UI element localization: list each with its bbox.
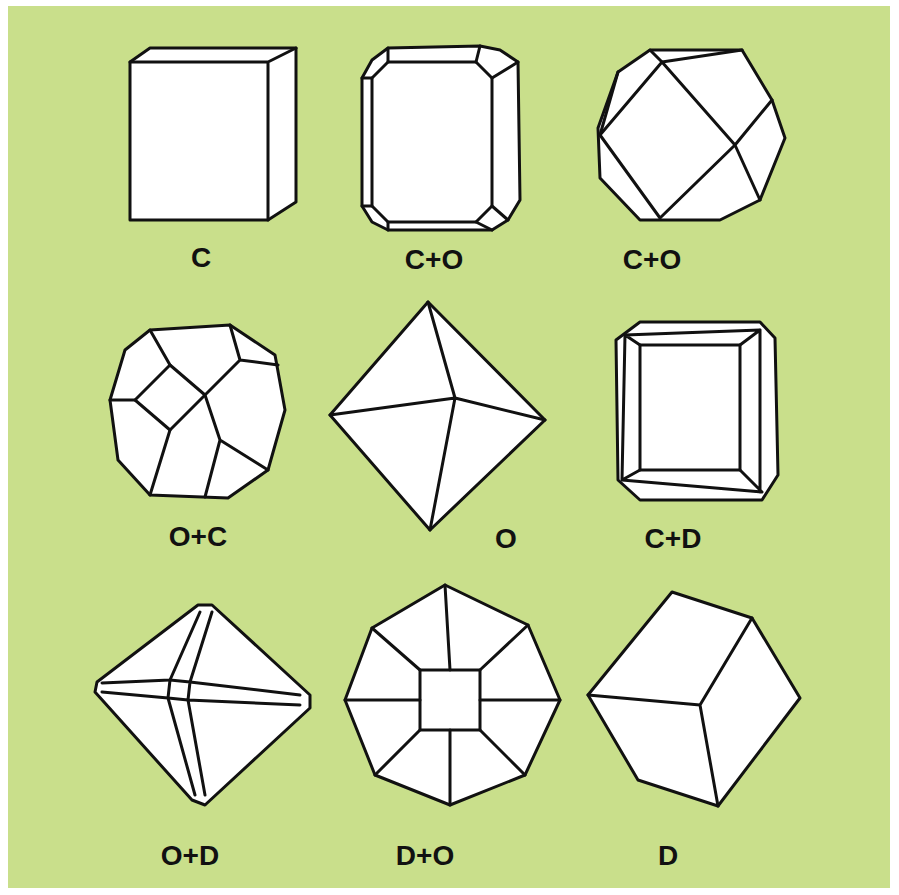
octahedron-dodecahedron-crystal: [95, 605, 310, 805]
cube-octahedron-crystal: [362, 46, 520, 230]
octahedron-crystal: [330, 302, 545, 530]
truncated-octahedron-crystal: [110, 325, 285, 498]
form-label: O+C: [169, 523, 227, 551]
cuboctahedron-crystal: [598, 50, 785, 220]
dodecahedron-octahedron-crystal: [345, 585, 560, 805]
form-label: C: [191, 244, 211, 272]
form-label: C+D: [645, 525, 702, 553]
form-label: D: [658, 842, 678, 870]
form-label: O+D: [161, 842, 219, 870]
cube-dodecahedron-crystal: [616, 322, 778, 500]
form-label: C+O: [405, 246, 463, 274]
cube-crystal: [130, 48, 296, 220]
rhombic-dodecahedron-crystal: [588, 592, 800, 806]
form-label: O: [495, 525, 517, 553]
form-label: C+O: [623, 246, 681, 274]
form-label: D+O: [396, 842, 454, 870]
